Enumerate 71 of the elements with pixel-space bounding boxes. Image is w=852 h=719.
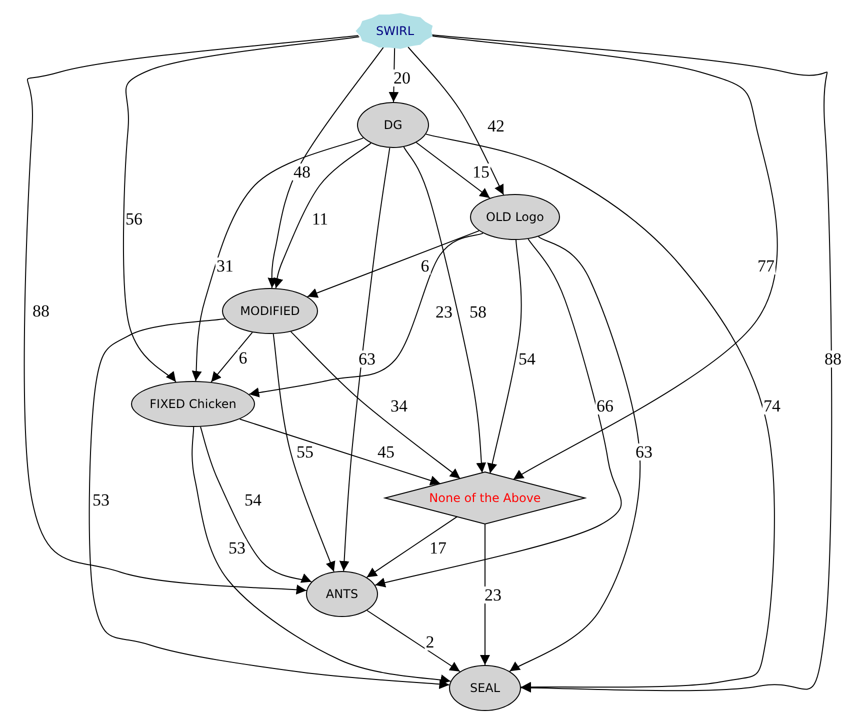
arrow bbox=[290, 331, 461, 479]
edge-label: 66 bbox=[596, 398, 614, 414]
ellipse-node bbox=[222, 288, 318, 334]
decision-diamond bbox=[385, 472, 585, 524]
edge-label: 55 bbox=[296, 444, 314, 460]
edge-label: 20 bbox=[392, 70, 412, 86]
arrow bbox=[408, 46, 504, 196]
edge-label: 6 bbox=[420, 258, 430, 274]
edge-label: 88 bbox=[824, 350, 842, 368]
edge-label: 17 bbox=[428, 540, 448, 556]
edge-label: 23 bbox=[484, 586, 502, 604]
arrow bbox=[267, 46, 384, 288]
edge-label: 2 bbox=[424, 634, 436, 650]
edge-label: 11 bbox=[310, 210, 330, 228]
edge-label: 63 bbox=[358, 350, 376, 368]
cloud-node bbox=[357, 14, 433, 48]
arrow bbox=[200, 426, 312, 584]
node-label: SWIRL bbox=[376, 24, 414, 38]
arrow bbox=[272, 142, 372, 289]
arrow bbox=[509, 236, 640, 672]
arrow bbox=[210, 332, 253, 382]
edge-label: 23 bbox=[434, 304, 454, 320]
edge-label: 31 bbox=[216, 258, 234, 274]
arrow bbox=[366, 610, 460, 672]
edge-label: 88 bbox=[32, 302, 50, 320]
node-label: FIXED Chicken bbox=[150, 397, 236, 411]
arrow bbox=[480, 524, 490, 666]
arrow bbox=[272, 333, 336, 572]
arrow bbox=[374, 238, 622, 588]
node-label: None of the Above bbox=[429, 491, 541, 505]
edge-label: 42 bbox=[486, 118, 506, 134]
arrow bbox=[239, 418, 441, 486]
edge-label: 54 bbox=[518, 350, 536, 368]
arrow bbox=[366, 516, 458, 578]
arrow bbox=[388, 48, 399, 102]
node-label: OLD Logo bbox=[486, 210, 544, 224]
node-label: DG bbox=[384, 118, 402, 132]
edge-label: 58 bbox=[468, 304, 488, 320]
ellipse-node bbox=[131, 381, 255, 427]
edge-label: 56 bbox=[124, 210, 144, 228]
arrow bbox=[248, 232, 484, 398]
edge-label: 63 bbox=[634, 444, 654, 460]
ellipse-node bbox=[357, 102, 429, 148]
edge-label: 54 bbox=[244, 492, 262, 508]
arrow bbox=[307, 230, 480, 298]
arrow bbox=[192, 426, 451, 685]
node-label: ANTS bbox=[326, 587, 358, 601]
edge-label: 53 bbox=[92, 492, 110, 508]
edge-label: 77 bbox=[756, 258, 776, 274]
arrow bbox=[487, 240, 522, 474]
ellipse-node bbox=[470, 194, 560, 240]
arrow bbox=[403, 146, 486, 474]
arrow bbox=[192, 137, 364, 382]
arrow bbox=[88, 318, 450, 690]
ellipse-node bbox=[306, 571, 378, 617]
node-label: MODIFIED bbox=[240, 304, 300, 318]
node-label: SEAL bbox=[470, 681, 500, 695]
edge-label: 15 bbox=[472, 164, 490, 180]
edge-label: 74 bbox=[762, 398, 782, 414]
arrow bbox=[430, 35, 778, 480]
edge-label: 48 bbox=[292, 164, 312, 180]
arrow bbox=[122, 36, 360, 382]
arrow bbox=[24, 35, 359, 595]
edge-label: 45 bbox=[376, 444, 396, 460]
ellipse-node bbox=[449, 665, 521, 711]
edge-label: 53 bbox=[228, 540, 246, 556]
edge-label: 6 bbox=[238, 350, 248, 366]
arrow bbox=[339, 147, 390, 572]
edge-label: 34 bbox=[390, 398, 408, 414]
arrow bbox=[432, 34, 832, 693]
arrow bbox=[416, 142, 490, 198]
